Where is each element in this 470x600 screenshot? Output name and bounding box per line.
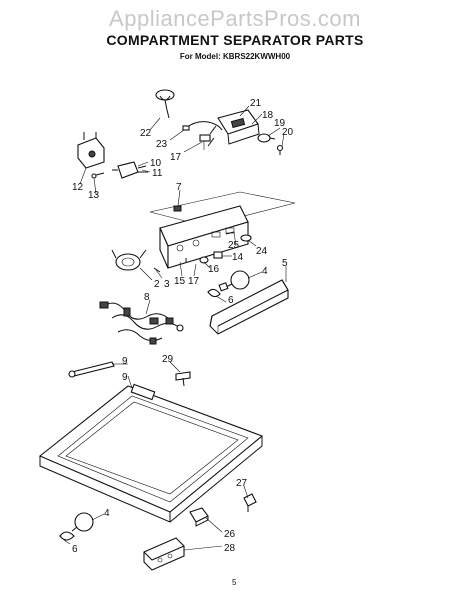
callout-23: 23: [156, 139, 168, 150]
leader-lines: [63, 105, 287, 551]
callout-3: 3: [164, 279, 170, 290]
callout-4-upper: 4: [262, 266, 268, 277]
part-14-clip: [213, 251, 223, 259]
callout-17-upper: 17: [170, 152, 182, 163]
callout-28: 28: [224, 543, 236, 554]
part-23-drawing: [182, 121, 223, 131]
part-13-screw: [91, 172, 105, 179]
part-9-shelf-tray: [38, 383, 264, 523]
part-25-fastener: [225, 231, 235, 235]
callout-29: 29: [162, 354, 174, 365]
callout-24: 24: [256, 246, 268, 257]
callout-8: 8: [144, 292, 150, 303]
part-5-trim-strip: [209, 279, 289, 335]
callout-13: 13: [88, 190, 100, 201]
part-21-switch-housing: [199, 109, 260, 150]
callout-16: 16: [208, 264, 220, 275]
callout-4-lower: 4: [104, 508, 110, 519]
part-6-lamp-cover-upper: [207, 288, 221, 298]
callout-19: 19: [274, 118, 286, 129]
callout-21: 21: [250, 98, 262, 109]
part-12-bracket: [77, 132, 105, 169]
part-29-screw: [175, 371, 191, 387]
callout-15: 15: [174, 276, 186, 287]
callout-9-tray: 9: [122, 372, 128, 383]
part-22-drawing: [155, 89, 175, 119]
callout-9-rod: 9: [122, 356, 128, 367]
callout-6-upper: 6: [228, 295, 234, 306]
callout-labels: 22 23 17 21 18 19 20 10 11 12 13 7 25 24…: [72, 98, 294, 555]
part-6-lamp-cover-lower: [59, 531, 75, 541]
callout-18: 18: [262, 110, 274, 121]
model-subtitle: For Model: KBRS22KWWH00: [179, 52, 291, 61]
part-4-bulb-lower: [71, 512, 94, 532]
part-8-wire-harness: [99, 301, 184, 345]
diagram-title: COMPARTMENT SEPARATOR PARTS: [106, 32, 364, 48]
part-16-knob: [199, 256, 209, 264]
part-2-socket: [111, 249, 161, 273]
callout-27: 27: [236, 478, 248, 489]
part-9-rod: [68, 361, 115, 378]
callout-12: 12: [72, 182, 84, 193]
part-24-fastener: [240, 234, 252, 242]
part-19-socket: [257, 133, 284, 155]
page-number: 5: [232, 578, 237, 587]
part-10-switch: [112, 161, 148, 179]
site-watermark: AppliancePartsPros.com: [109, 6, 361, 31]
callout-25: 25: [228, 240, 240, 251]
part-27-clip: [243, 493, 257, 512]
callout-7: 7: [176, 182, 182, 193]
callout-14: 14: [232, 252, 244, 263]
callout-22: 22: [140, 128, 152, 139]
callout-26: 26: [224, 529, 236, 540]
callout-2: 2: [154, 279, 160, 290]
part-26-block: [189, 507, 209, 527]
callout-10: 10: [150, 158, 162, 169]
callout-20: 20: [282, 127, 294, 138]
callout-6-lower: 6: [72, 544, 78, 555]
callout-17-lower: 17: [188, 276, 200, 287]
callout-11: 11: [152, 168, 163, 179]
part-4-bulb-upper: [218, 270, 250, 292]
part-28-bracket: [143, 537, 185, 571]
callout-5: 5: [282, 258, 288, 269]
